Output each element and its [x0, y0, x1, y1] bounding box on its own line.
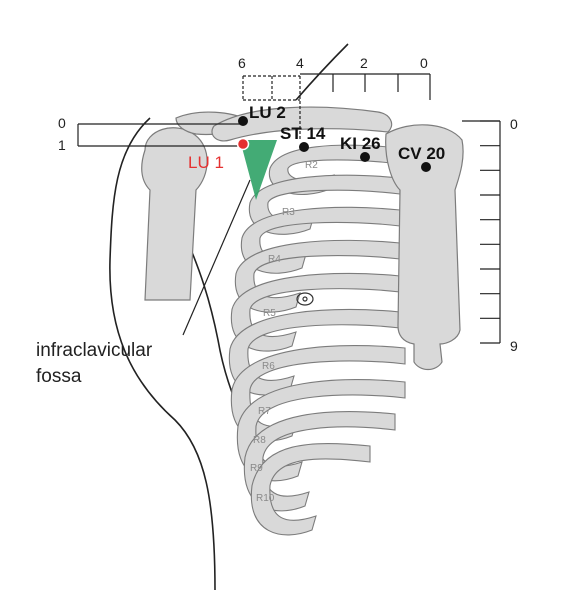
infraclavicular-fossa-highlight [240, 140, 277, 200]
cv20-point [421, 162, 431, 172]
humerus-bone [141, 127, 208, 301]
top-scale-label-6: 6 [238, 55, 246, 71]
right-scale [462, 120, 501, 344]
rib-10 [250, 442, 371, 536]
left-scale-label-0: 0 [58, 115, 66, 131]
lu2-point [238, 116, 248, 126]
left-scale-label-1: 1 [58, 137, 66, 153]
lu2-label: LU 2 [249, 103, 286, 122]
lu1-point [236, 137, 250, 151]
rib-label-r5: R5 [263, 308, 276, 319]
rib-5 [230, 272, 401, 352]
st14-label: ST 14 [280, 124, 326, 143]
rib-label-r7: R7 [258, 406, 271, 417]
rib-label-r8: R8 [253, 435, 266, 446]
st14-point [299, 142, 309, 152]
lu1-label: LU 1 [188, 153, 224, 172]
annotation-line-1: infraclavicular [36, 340, 153, 361]
fossa-leader-line [182, 179, 251, 336]
top-scale-label-2: 2 [360, 55, 368, 71]
rib-4 [234, 239, 401, 313]
cv20-label: CV 20 [398, 144, 445, 163]
left-scale [77, 123, 240, 147]
top-scale [242, 73, 431, 140]
rib-3 [240, 206, 401, 274]
right-scale-label-0: 0 [510, 116, 518, 132]
rib-cage [228, 144, 406, 536]
annotation-line-2: fossa [36, 366, 82, 387]
rib-label-r10: R10 [256, 493, 275, 504]
rib-label-r4: R4 [268, 254, 281, 265]
rib-2 [248, 174, 401, 235]
top-scale-label-4: 4 [296, 55, 304, 71]
ki26-label: KI 26 [340, 134, 381, 153]
right-scale-label-9: 9 [510, 338, 518, 354]
rib-label-r9: R9 [250, 463, 263, 474]
clavicle-bone [211, 106, 393, 142]
nipple-marker [296, 292, 314, 306]
sternum-bone [385, 124, 464, 371]
rib-label-r6: R6 [262, 361, 275, 372]
rib-9 [243, 411, 396, 512]
rib-label-r2: R2 [305, 160, 318, 171]
rib-7 [230, 345, 406, 442]
top-scale-label-0: 0 [420, 55, 428, 71]
rib-label-r3: R3 [282, 207, 295, 218]
ki26-point [360, 152, 370, 162]
